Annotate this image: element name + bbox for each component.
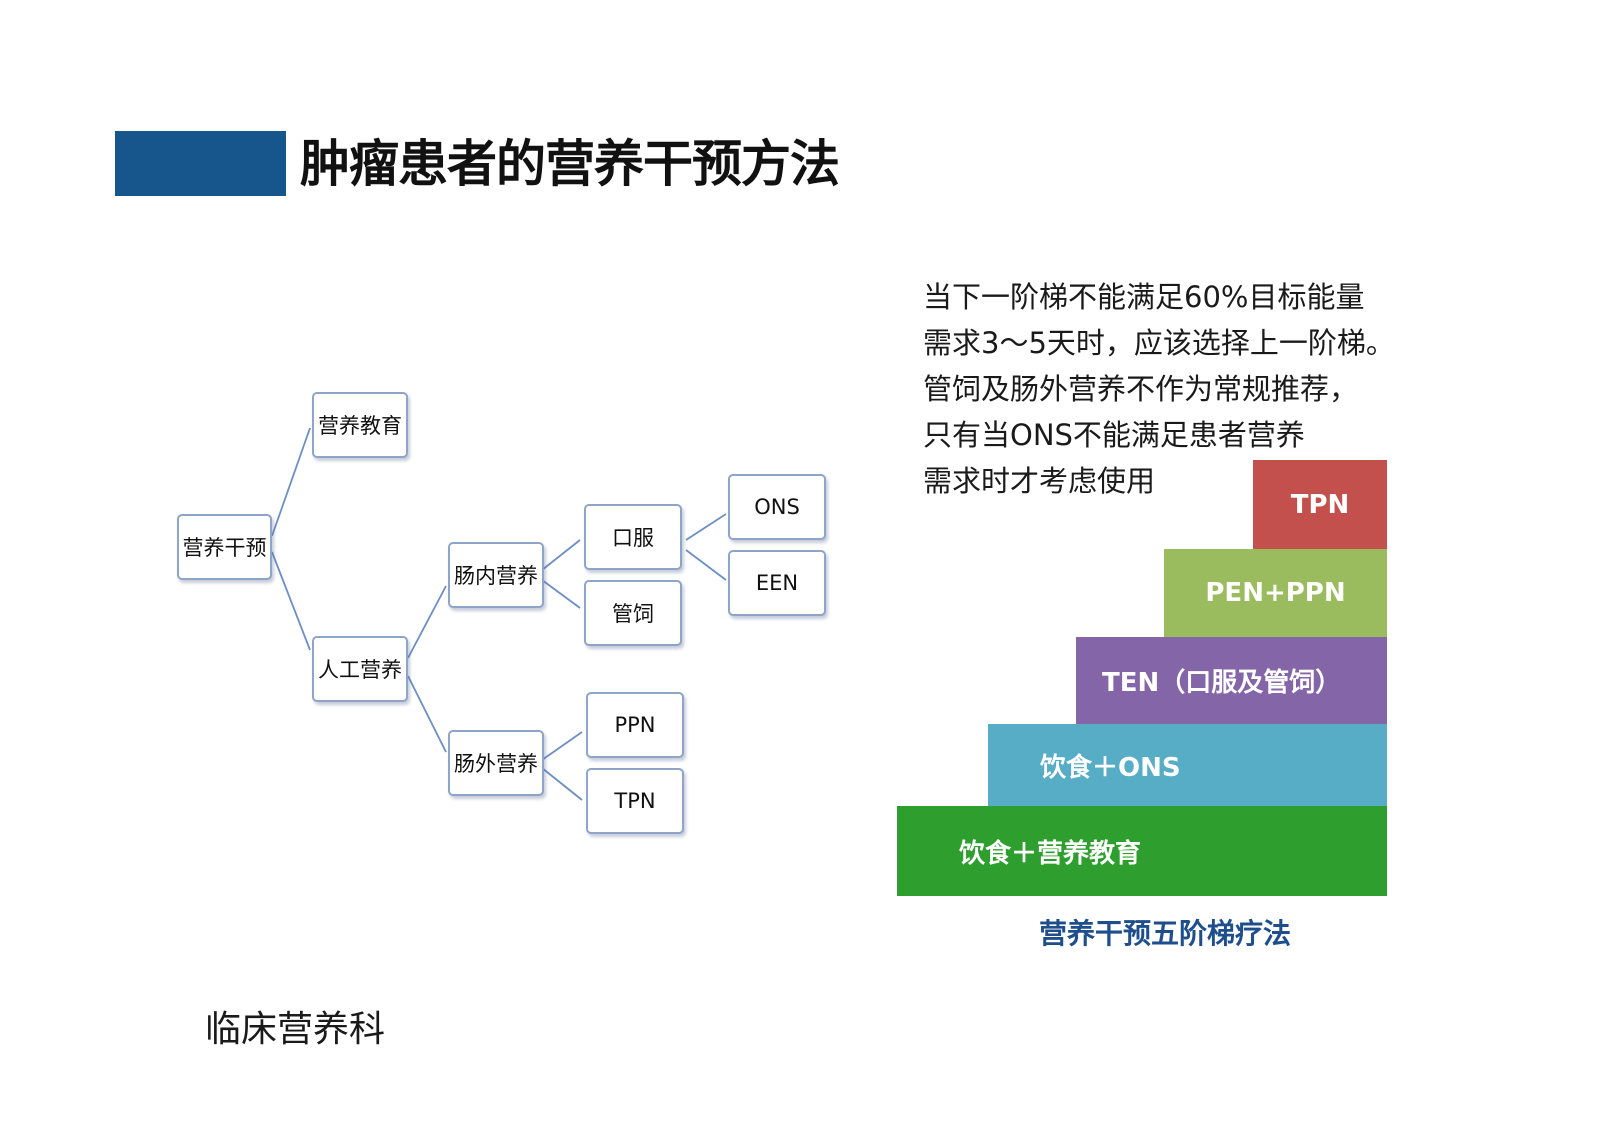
node-artificial-nutrition: 人工营养 xyxy=(312,636,408,702)
title-accent-bar xyxy=(115,131,286,196)
connector-parenteral-ppn xyxy=(541,731,583,761)
ladder-step-1-diet-education: 饮食＋营养教育 xyxy=(897,806,1387,896)
page-title: 肿瘤患者的营养干预方法 xyxy=(300,135,840,193)
connector-oral-een xyxy=(685,549,727,581)
connector-artificial-parenteral xyxy=(407,675,447,753)
node-tpn: TPN xyxy=(586,768,684,834)
node-ons: ONS xyxy=(728,474,826,540)
node-enteral-nutrition: 肠内营养 xyxy=(448,542,544,608)
connector-artificial-enteral xyxy=(407,585,447,659)
description-line: 需求时才考虑使用 xyxy=(923,464,1156,498)
ladder-description: 当下一阶梯不能满足60%目标能量 需求3～5天时，应该选择上一阶梯。 管饲及肠外… xyxy=(923,274,1483,504)
connector-root-artificial xyxy=(271,551,311,651)
connector-enteral-oral xyxy=(541,539,581,571)
description-line: 管饲及肠外营养不作为常规推荐， xyxy=(923,372,1359,406)
connector-parenteral-tpn xyxy=(541,767,583,801)
description-line: 只有当ONS不能满足患者营养 xyxy=(923,418,1305,452)
ladder-step-5-tpn: TPN xyxy=(1253,460,1387,549)
node-parenteral-nutrition: 肠外营养 xyxy=(448,730,544,796)
node-ppn: PPN xyxy=(586,692,684,758)
ladder-caption: 营养干预五阶梯疗法 xyxy=(1038,917,1291,950)
node-tube-feeding: 管饲 xyxy=(584,580,682,646)
description-line: 需求3～5天时，应该选择上一阶梯。 xyxy=(923,326,1395,360)
node-een: EEN xyxy=(728,550,826,616)
connector-enteral-tube xyxy=(541,579,581,609)
description-line: 当下一阶梯不能满足60%目标能量 xyxy=(923,280,1365,314)
connector-root-education xyxy=(271,427,311,537)
connector-oral-ons xyxy=(685,513,727,541)
ladder-step-4-pen-ppn: PEN+PPN xyxy=(1164,549,1387,637)
node-nutrition-education: 营养教育 xyxy=(312,392,408,458)
ladder-step-2-diet-ons: 饮食＋ONS xyxy=(988,724,1387,806)
node-oral: 口服 xyxy=(584,504,682,570)
ladder-step-3-ten: TEN（口服及管饲） xyxy=(1076,637,1387,724)
node-nutrition-intervention: 营养干预 xyxy=(177,514,272,580)
department-label: 临床营养科 xyxy=(205,1009,386,1050)
